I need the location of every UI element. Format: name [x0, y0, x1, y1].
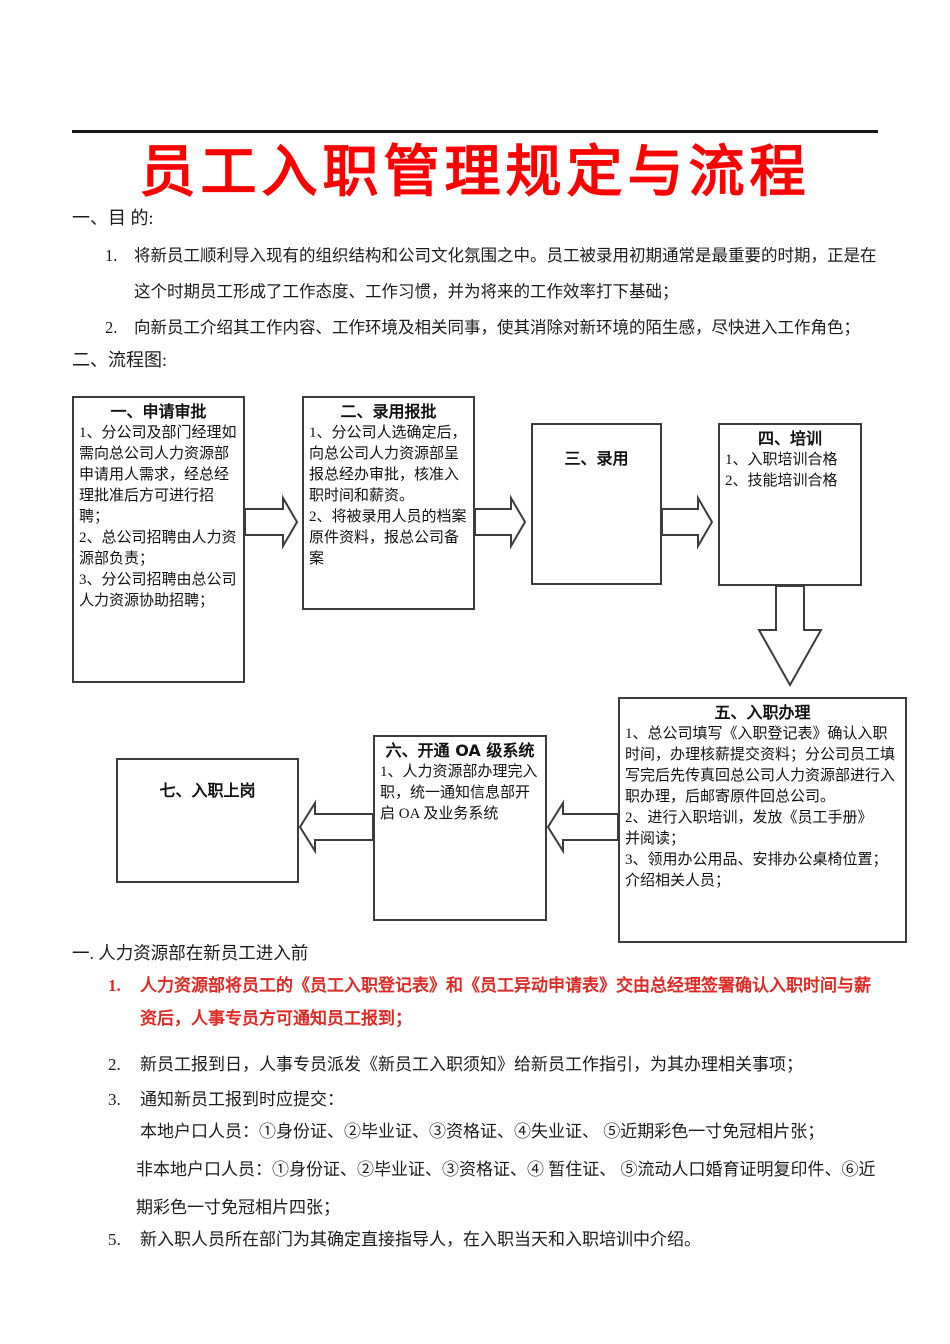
flow-box-step1-application-approval: 一、申请审批 1、分公司及部门经理如需向总公司人力资源部申请用人需求，经总经理批… — [72, 396, 245, 683]
arrow-right-step2-step3 — [474, 494, 527, 550]
flow-box-step1-title: 一、申请审批 — [110, 402, 207, 421]
flow-box-step2-hiring-approval: 二、录用报批 1、分公司人选确定后，向总公司人力资源部呈报总经办审批，核准入职时… — [302, 396, 475, 610]
section-item-3-text: 通知新员工报到时应提交： — [140, 1090, 344, 1109]
flow-box-step6-oa-system: 六、开通 OA 级系统 1、人力资源部办理完入职，统一通知信息部开启 OA 及业… — [373, 735, 547, 921]
purpose-item-1-number: 1. — [105, 246, 118, 265]
purpose-item-1-text: 将新员工顺利导入现有的组织结构和公司文化氛围之中。员工被录用初期通常是最重要的时… — [134, 246, 877, 301]
flow-box-step3-employment: 三、录用 — [531, 423, 662, 585]
section-item-3-number: 3. — [108, 1090, 121, 1109]
flowchart-arrows — [244, 494, 823, 855]
flow-box-step7-title: 七、入职上岗 — [159, 781, 256, 800]
flow-box-step1-line-2: 2、总公司招聘由人力资源部负责； — [79, 530, 237, 567]
flow-box-step1-line-3: 3、分公司招聘由总公司人力资源协助招聘； — [79, 572, 237, 609]
title-divider-rule — [72, 130, 878, 133]
flow-box-step5-line-3: 并阅读； — [625, 831, 686, 847]
section-item-1-number: 1. — [108, 976, 121, 995]
flow-box-step6-line-1: 1、人力资源部办理完入职，统一通知信息部开启 OA 及业务系统 — [380, 764, 538, 822]
flow-box-step4-training: 四、培训 1、入职培训合格 2、技能培训合格 — [718, 423, 862, 586]
purpose-item-2: 2. 向新员工介绍其工作内容、工作环境及相关同事，使其消除对新环境的陌生感，尽快进… — [105, 310, 878, 346]
arrow-left-step6-step7 — [298, 799, 374, 855]
flow-box-step5-line-4: 3、领用办公用品、安排办公桌椅位置；介绍相关人员； — [625, 852, 888, 889]
section-item-1: 1. 人力资源部将员工的《员工入职登记表》和《员工异动申请表》交由总经理签署确认入… — [108, 969, 878, 1035]
flow-box-step1-line-1: 1、分公司及部门经理如需向总公司人力资源部申请用人需求，经总经理批准后方可进行招… — [79, 425, 237, 525]
flow-box-step6-title: 六、开通 OA 级系统 — [385, 741, 535, 760]
flow-box-step5-title: 五、入职办理 — [714, 703, 811, 722]
flow-box-step4-title: 四、培训 — [757, 429, 822, 448]
flow-box-step4-line-1: 1、入职培训合格 — [725, 452, 838, 468]
flowchart-heading: 二、流程图: — [72, 350, 168, 370]
section-item-5-text: 新入职人员所在部门为其确定直接指导人，在入职当天和入职培训中介绍。 — [140, 1230, 701, 1249]
flow-box-step2-title: 二、录用报批 — [340, 402, 437, 421]
section-heading: 一. 人力资源部在新员工进入前 — [72, 943, 309, 963]
flow-box-step2-line-2: 2、将被录用人员的档案原件资料，报总公司备案 — [309, 509, 467, 567]
section-sub-nonlocal-residents: 非本地户口人员：①身份证、②毕业证、③资格证、④ 暂住证、 ⑤流动人口婚育证明复… — [136, 1160, 876, 1217]
document-title: 员工入职管理规定与流程 — [139, 140, 811, 205]
flow-box-step3-title: 三、录用 — [564, 449, 629, 468]
flow-box-step4-line-2: 2、技能培训合格 — [725, 473, 838, 489]
section-item-5-number: 5. — [108, 1230, 121, 1249]
flowchart: 一、申请审批 1、分公司及部门经理如需向总公司人力资源部申请用人需求，经总经理批… — [0, 380, 950, 965]
section-sub-local-residents: 本地户口人员：①身份证、②毕业证、③资格证、④失业证、 ⑤近期彩色一寸免冠相片张… — [140, 1122, 825, 1141]
purpose-item-1: 1. 将新员工顺利导入现有的组织结构和公司文化氛围之中。员工被录用初期通常是最重要… — [105, 238, 878, 310]
flow-box-step5-line-1: 1、总公司填写《入职登记表》确认入职时间，办理核薪提交资料；分公司员工填写完后先… — [625, 726, 896, 805]
section-item-5: 5. 新入职人员所在部门为其确定直接指导人，在入职当天和入职培训中介绍。 — [108, 1223, 878, 1256]
flow-box-step5-line-2: 2、进行入职培训，发放《员工手册》 — [625, 810, 873, 826]
arrow-down-step4-step5 — [757, 585, 823, 688]
arrow-left-step5-step6 — [546, 799, 619, 855]
section-item-2-text: 新员工报到日，人事专员派发《新员工入职须知》给新员工作指引，为其办理相关事项； — [140, 1055, 803, 1074]
section-item-3: 3. 通知新员工报到时应提交： — [108, 1083, 878, 1116]
flow-box-step2-line-1: 1、分公司人选确定后，向总公司人力资源部呈报总经办审批，核准入职时间和薪资。 — [309, 425, 467, 504]
purpose-item-2-text: 向新员工介绍其工作内容、工作环境及相关同事，使其消除对新环境的陌生感，尽快进入工… — [134, 318, 860, 337]
arrow-right-step1-step2 — [244, 494, 299, 550]
section-item-2: 2. 新员工报到日，人事专员派发《新员工入职须知》给新员工作指引，为其办理相关事项… — [108, 1048, 878, 1081]
section-item-2-number: 2. — [108, 1055, 121, 1074]
purpose-item-2-number: 2. — [105, 318, 118, 337]
section-item-1-text: 人力资源部将员工的《员工入职登记表》和《员工异动申请表》交由总经理签署确认入职时… — [140, 976, 871, 1028]
arrow-right-step3-step4 — [661, 494, 714, 550]
flow-box-step5-onboarding: 五、入职办理 1、总公司填写《入职登记表》确认入职时间，办理核薪提交资料；分公司… — [618, 697, 907, 943]
flow-box-step7-start-work: 七、入职上岗 — [116, 758, 299, 883]
purpose-heading: 一、目 的: — [72, 208, 154, 228]
